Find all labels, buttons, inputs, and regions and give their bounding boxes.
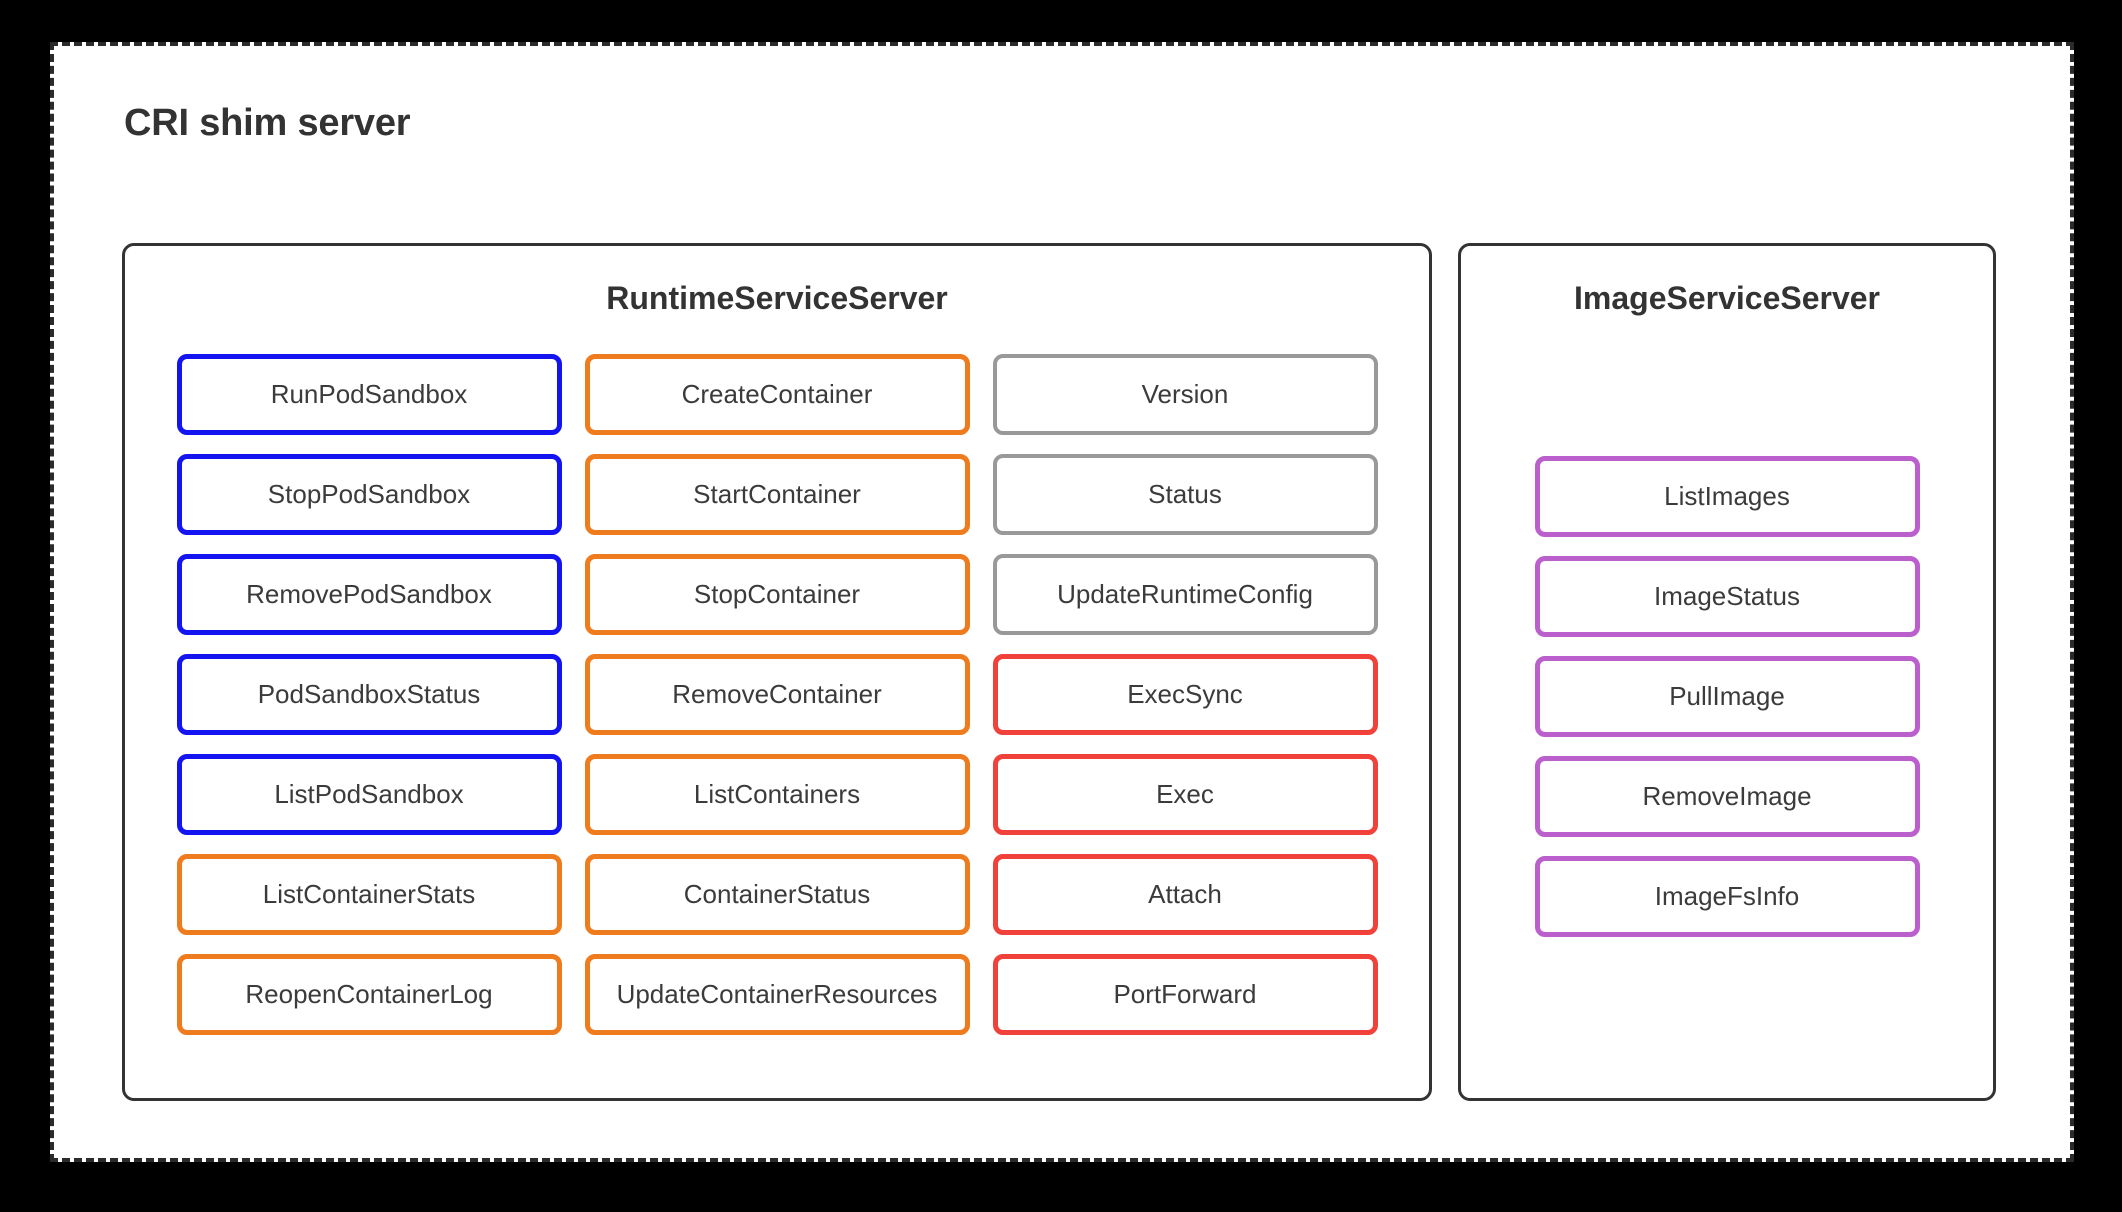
method-box[interactable]: UpdateRuntimeConfig — [992, 554, 1378, 635]
method-box-label: RunPodSandbox — [270, 379, 468, 409]
method-box-label: Exec — [1156, 779, 1214, 809]
method-box-label: UpdateRuntimeConfig — [1057, 579, 1313, 609]
method-box-label: StartContainer — [693, 479, 861, 509]
method-box[interactable]: RemoveImage — [1534, 756, 1920, 837]
method-box-label: Version — [1141, 379, 1229, 409]
method-box-label: StopPodSandbox — [267, 479, 471, 509]
method-box-label: ListImages — [1664, 481, 1790, 511]
method-box-label: RemoveImage — [1642, 781, 1812, 811]
panel-title-runtime-service-server: RuntimeServiceServer — [606, 280, 948, 316]
method-box[interactable]: StopPodSandbox — [176, 454, 562, 535]
page-title: CRI shim server — [124, 102, 411, 144]
method-box-label: ImageFsInfo — [1654, 881, 1800, 911]
method-box-label: RemovePodSandbox — [246, 579, 492, 609]
method-box-label: RemoveContainer — [672, 679, 882, 709]
method-box-label: Attach — [1148, 879, 1222, 909]
method-box[interactable]: PullImage — [1534, 656, 1920, 737]
method-box-label: ListContainerStats — [262, 879, 476, 909]
method-box[interactable]: RemoveContainer — [584, 654, 970, 735]
method-box-label: ImageStatus — [1654, 581, 1800, 611]
method-box-label: PortForward — [1113, 979, 1257, 1009]
method-box[interactable]: PodSandboxStatus — [176, 654, 562, 735]
method-box[interactable]: CreateContainer — [584, 354, 970, 435]
method-box[interactable]: ReopenContainerLog — [176, 954, 562, 1035]
method-box-label: Status — [1148, 479, 1222, 509]
method-box[interactable]: Status — [992, 454, 1378, 535]
method-box-label: ReopenContainerLog — [245, 979, 493, 1009]
method-box-label: ListPodSandbox — [274, 779, 464, 809]
panel-title-image-service-server: ImageServiceServer — [1574, 280, 1880, 316]
method-box[interactable]: RemovePodSandbox — [176, 554, 562, 635]
method-box-label: UpdateContainerResources — [616, 979, 938, 1009]
method-box-label: ExecSync — [1127, 679, 1243, 709]
method-box-label: StopContainer — [693, 579, 861, 609]
method-box[interactable]: ListPodSandbox — [176, 754, 562, 835]
method-box[interactable]: StartContainer — [584, 454, 970, 535]
method-box-label: PullImage — [1669, 681, 1785, 711]
method-box[interactable]: ImageStatus — [1534, 556, 1920, 637]
method-box-label: PodSandboxStatus — [257, 679, 481, 709]
method-box-label: ContainerStatus — [683, 879, 871, 909]
method-box[interactable]: PortForward — [992, 954, 1378, 1035]
method-box[interactable]: RunPodSandbox — [176, 354, 562, 435]
method-box-label: CreateContainer — [681, 379, 873, 409]
method-box[interactable]: Attach — [992, 854, 1378, 935]
method-box-label: ListContainers — [693, 779, 861, 809]
method-box[interactable]: ListContainers — [584, 754, 970, 835]
method-box[interactable]: Version — [992, 354, 1378, 435]
method-box[interactable]: ContainerStatus — [584, 854, 970, 935]
outer-dashed-frame: CRI shim server RuntimeServiceServer Run… — [50, 42, 2074, 1162]
method-box[interactable]: Exec — [992, 754, 1378, 835]
method-box[interactable]: UpdateContainerResources — [584, 954, 970, 1035]
method-box[interactable]: ListImages — [1534, 456, 1920, 537]
method-box[interactable]: ImageFsInfo — [1534, 856, 1920, 937]
method-box[interactable]: StopContainer — [584, 554, 970, 635]
method-box[interactable]: ExecSync — [992, 654, 1378, 735]
method-box[interactable]: ListContainerStats — [176, 854, 562, 935]
